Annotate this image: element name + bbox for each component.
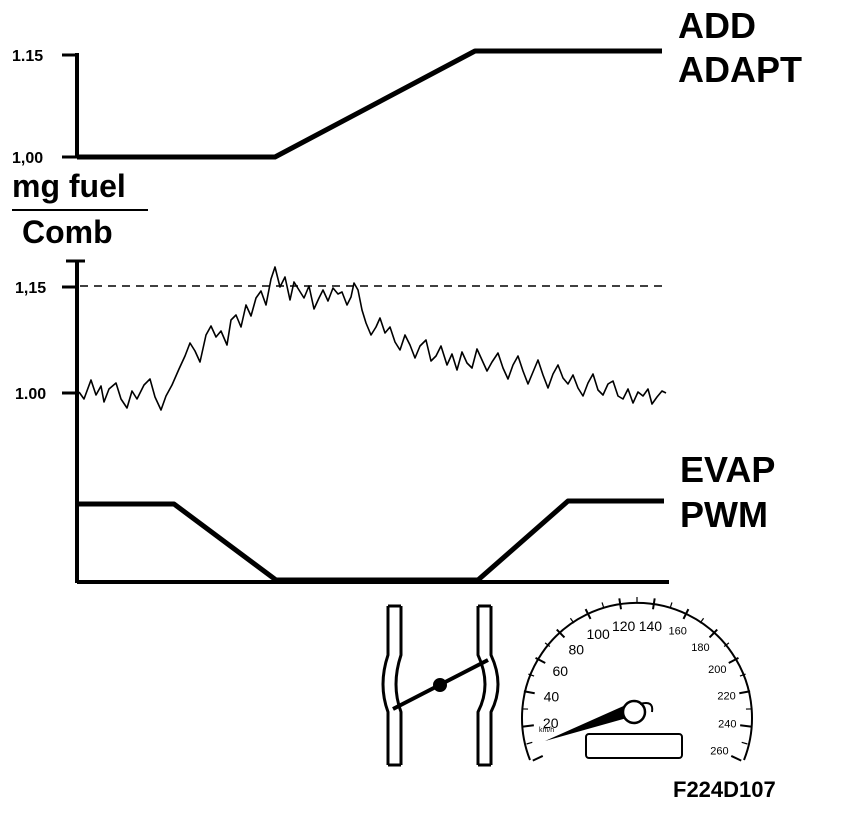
speedometer-scale-label: 220 — [717, 691, 735, 703]
fuel-axis-label: mg fuel Comb — [12, 168, 148, 250]
speedometer-tick — [742, 742, 748, 744]
speedometer-scale-label: 240 — [718, 719, 736, 731]
figure-id: F224D107 — [673, 777, 776, 802]
fuel-label-denominator: Comb — [22, 214, 113, 250]
speedometer-tick — [533, 756, 543, 761]
speedometer-scale-label: 200 — [708, 664, 726, 676]
speedometer-tick — [619, 598, 621, 609]
evap-pwm-trace — [77, 501, 664, 580]
speedometer-scale-label: 100 — [586, 626, 610, 642]
throttle-body-icon — [383, 606, 498, 765]
speedometer-scale-label: 60 — [552, 663, 568, 679]
add-adapt-panel: 1.15 1,00 ADD ADAPT — [12, 5, 802, 167]
fuel-label-numerator: mg fuel — [12, 168, 126, 204]
evap-title-line2: PWM — [680, 494, 768, 535]
speedometer-scale-label: 80 — [569, 642, 585, 658]
speedometer-tick — [527, 742, 533, 744]
add-adapt-title-line2: ADAPT — [678, 49, 802, 90]
add-adapt-tick-label-low: 1,00 — [12, 150, 43, 167]
fuel-tick-label-high: 1,15 — [15, 280, 46, 297]
speedometer-scale-label: 140 — [639, 618, 663, 634]
speedometer-scale-label: 180 — [691, 642, 709, 654]
speedometer-tick — [653, 598, 655, 609]
add-adapt-title-line1: ADD — [678, 5, 756, 46]
evap-panel: EVAP PWM — [77, 449, 775, 582]
speedometer-tick — [740, 725, 751, 726]
speedometer-unit: km/h — [539, 727, 554, 734]
evap-title-line1: EVAP — [680, 449, 775, 490]
odometer-window — [586, 734, 682, 758]
add-adapt-trace — [77, 51, 662, 157]
fuel-tick-label-low: 1.00 — [15, 386, 46, 403]
speedometer-scale-label: 160 — [668, 626, 686, 638]
speedometer-scale-label: 40 — [544, 688, 560, 704]
fuel-panel: 1,15 1.00 — [15, 260, 666, 583]
fuel-trace — [79, 267, 666, 410]
speedometer-scale-label: 120 — [612, 618, 636, 634]
speedometer-scale-label: 260 — [710, 745, 728, 757]
speedometer-tick — [523, 725, 534, 726]
speedometer-tick — [731, 756, 741, 761]
add-adapt-tick-label-high: 1.15 — [12, 48, 43, 65]
